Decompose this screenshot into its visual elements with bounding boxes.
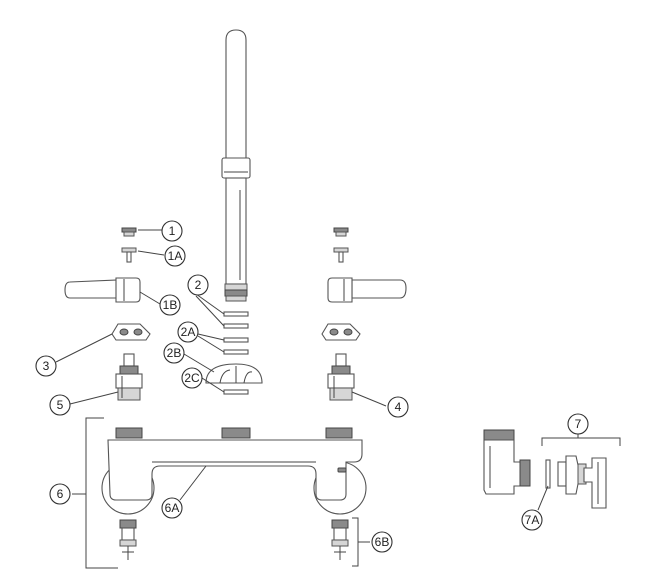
bracket-7	[541, 437, 621, 446]
left-index-cap	[121, 227, 137, 237]
callout-1: 1	[161, 220, 183, 242]
left-handle-screw	[121, 247, 137, 263]
leader-lines	[55, 229, 579, 543]
callout-label: 6	[57, 487, 64, 501]
assembly-7-parts	[545, 455, 607, 509]
left-lock-nut	[111, 323, 151, 341]
callout-7a: 7A	[521, 509, 543, 531]
callout-2a: 2A	[177, 321, 199, 343]
callout-4: 4	[387, 396, 409, 418]
right-handle-screw	[333, 247, 349, 263]
washer-2c	[223, 389, 249, 395]
right-supply-inlet	[331, 519, 349, 560]
callout-label: 2	[195, 278, 202, 292]
vacuum-breaker-assembly	[483, 429, 531, 495]
callout-1a: 1A	[164, 245, 186, 267]
right-lever-handle	[327, 277, 407, 303]
right-index-cap	[333, 227, 349, 237]
callout-label: 7A	[525, 513, 540, 527]
callout-label: 6A	[165, 501, 180, 515]
callout-7: 7	[567, 413, 589, 435]
callout-label: 2C	[184, 371, 200, 385]
spout	[221, 29, 251, 302]
callout-label: 1B	[163, 298, 178, 312]
callout-2c: 2C	[181, 367, 203, 389]
callout-label: 7	[575, 417, 582, 431]
spout-nut	[205, 363, 263, 384]
callout-label: 3	[43, 359, 50, 373]
callout-6: 6	[49, 483, 71, 505]
callout-label: 5	[57, 398, 64, 412]
left-supply-inlet	[119, 519, 137, 560]
right-lock-nut	[321, 323, 361, 341]
right-cartridge	[327, 353, 355, 401]
callout-label: 1	[169, 224, 176, 238]
callout-5: 5	[49, 394, 71, 416]
callout-2b: 2B	[163, 342, 185, 364]
callout-label: 2B	[167, 346, 182, 360]
bracket-6	[85, 417, 118, 569]
spout-washers	[223, 311, 249, 355]
callout-6a: 6A	[161, 497, 183, 519]
callout-1b: 1B	[159, 294, 181, 316]
callout-label: 4	[395, 400, 402, 414]
callout-label: 1A	[168, 249, 183, 263]
left-lever-handle	[64, 277, 141, 303]
callout-3: 3	[35, 355, 57, 377]
callout-2: 2	[187, 274, 209, 296]
bracket-6b	[352, 517, 359, 567]
left-cartridge	[115, 353, 143, 401]
faucet-body	[101, 427, 367, 515]
callout-label: 6B	[375, 535, 390, 549]
callout-6b: 6B	[371, 531, 393, 553]
callout-label: 2A	[181, 325, 196, 339]
